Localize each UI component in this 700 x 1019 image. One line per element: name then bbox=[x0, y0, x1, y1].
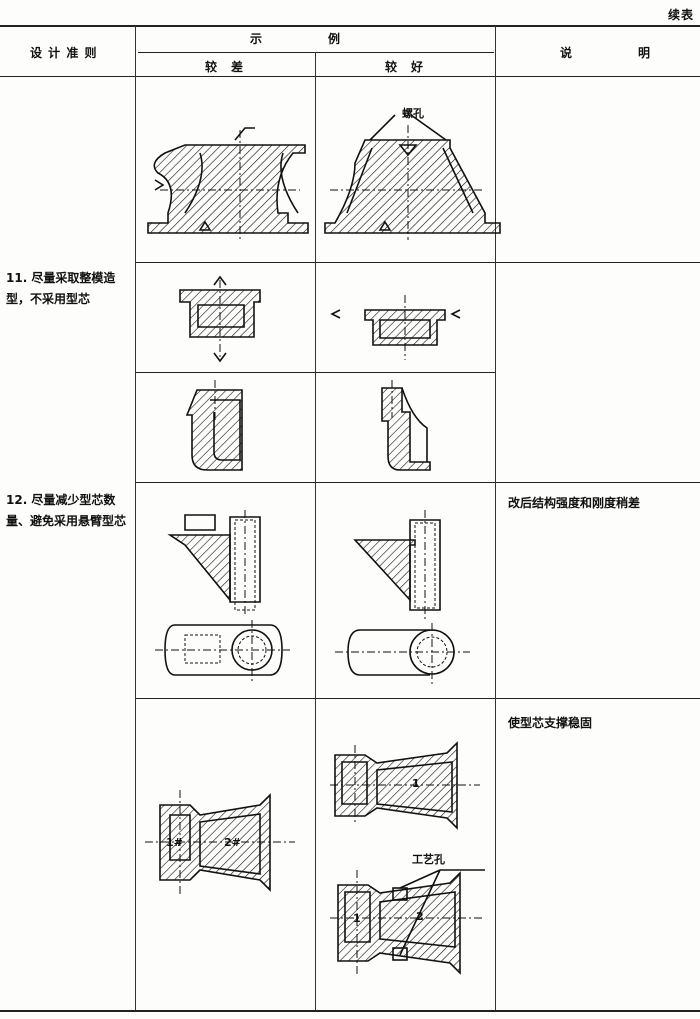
screw-hole-label: 螺孔 bbox=[402, 107, 424, 120]
row-divider bbox=[135, 698, 700, 699]
drawing-row4-better-bottom bbox=[330, 869, 485, 975]
continued-table-label: 续表 bbox=[667, 8, 694, 22]
drawing-row1-better bbox=[330, 295, 461, 360]
drawing-row0-worse bbox=[147, 127, 309, 240]
drawing-row4-worse bbox=[145, 790, 295, 895]
table-top-rule bbox=[0, 25, 700, 27]
note-row-12a: 改后结构强度和刚度稍差 bbox=[508, 496, 641, 510]
row-divider bbox=[135, 262, 700, 263]
header-bottom-rule bbox=[0, 76, 700, 77]
column-divider bbox=[315, 52, 316, 1010]
drawing-row4-better-top bbox=[330, 741, 480, 830]
header-better: 较 好 bbox=[385, 60, 425, 74]
core-2-label-bottom: 2 bbox=[416, 910, 424, 923]
header-note: 说 明 bbox=[560, 46, 652, 60]
process-hole-label: 工艺孔 bbox=[412, 853, 445, 866]
core-1-label-bottom: 1 bbox=[353, 912, 361, 925]
column-divider bbox=[135, 25, 136, 1010]
header-worse: 较 差 bbox=[205, 60, 245, 74]
header-design-rule: 设 计 准 则 bbox=[30, 46, 98, 60]
header-divider bbox=[138, 52, 494, 53]
drawing-row3-worse bbox=[155, 510, 290, 683]
design-rule-12: 12. 尽量减少型芯数量、避免采用悬臂型芯 bbox=[6, 493, 127, 528]
core-1-label-top: 1 bbox=[412, 777, 420, 790]
core-2-label: 2# bbox=[224, 836, 241, 849]
note-row-12b: 使型芯支撑稳固 bbox=[508, 716, 593, 730]
drawing-row3-better bbox=[335, 510, 470, 685]
core-1-label: 1# bbox=[166, 836, 183, 849]
table-bottom-rule bbox=[0, 1010, 700, 1012]
design-rule-11: 11. 尽量采取整模造型，不采用型芯 bbox=[6, 271, 116, 306]
drawing-row2-better bbox=[381, 380, 431, 471]
header-example: 示 例 bbox=[250, 32, 342, 46]
drawing-row2-worse bbox=[185, 380, 243, 471]
row-divider bbox=[135, 482, 700, 483]
drawing-row1-worse bbox=[179, 275, 261, 363]
column-divider bbox=[495, 25, 496, 1010]
drawing-row0-better bbox=[324, 114, 501, 240]
